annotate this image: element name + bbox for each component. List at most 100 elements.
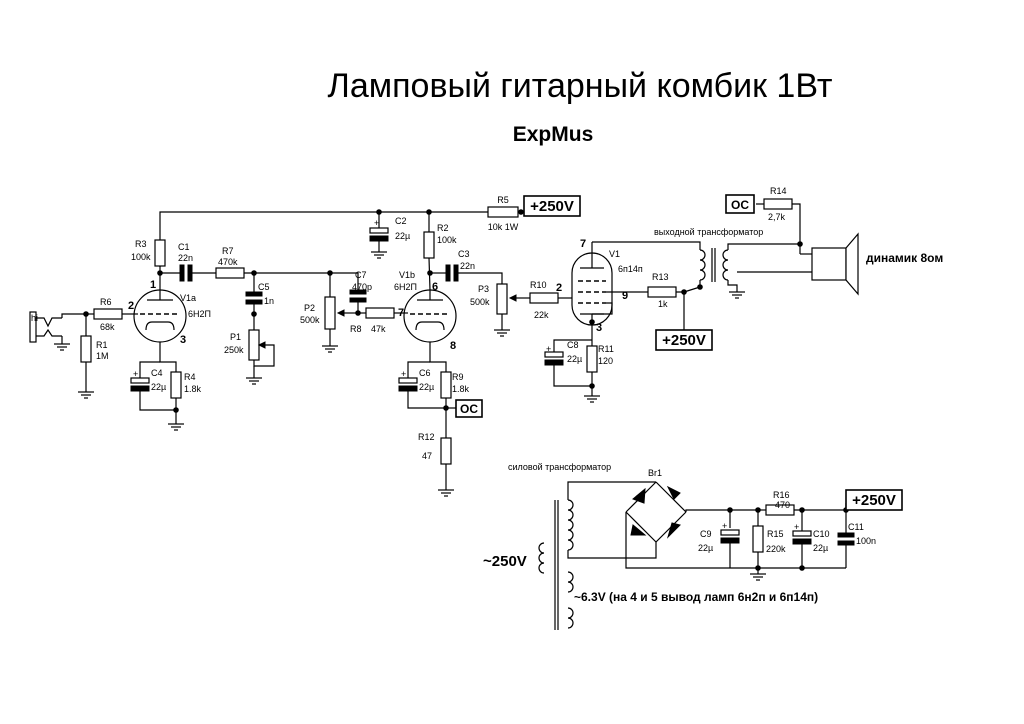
r7-ref: R7 xyxy=(222,246,234,256)
c9-value: 22µ xyxy=(698,543,713,553)
r16-value: 470 xyxy=(775,500,790,510)
output-transformer-label: выходной трансформатор xyxy=(654,227,763,237)
resistor-r6: R6 68k xyxy=(86,297,138,332)
r12-ref: R12 xyxy=(418,432,435,442)
r13-ref: R13 xyxy=(652,272,669,282)
resistor-r5: R5 10k 1W xyxy=(487,195,519,232)
capacitor-c3: C3 22n xyxy=(430,249,503,284)
r14-ref: R14 xyxy=(770,186,787,196)
v1-name: V1 xyxy=(609,249,620,259)
p1-value: 250k xyxy=(224,345,244,355)
r5-value: 10k 1W xyxy=(488,222,519,232)
c9-ref: C9 xyxy=(700,529,712,539)
resistor-r13: R13 1k xyxy=(640,272,687,330)
output-transformer: выходной трансформатор xyxy=(592,227,812,299)
r2-ref: R2 xyxy=(437,223,449,233)
mains-label: ~250V xyxy=(483,553,527,570)
c1-ref: C1 xyxy=(178,242,190,252)
v1b-pin-8: 8 xyxy=(450,340,456,352)
v1a-type: 6Н2П xyxy=(188,309,211,319)
c6-ref: C6 xyxy=(419,368,431,378)
r10-value: 22k xyxy=(534,310,549,320)
c1-value: 22n xyxy=(178,253,193,263)
r15-ref: R15 xyxy=(767,529,784,539)
power-transformer: ~250V ~6.3V (на 4 и 5 вывод ламп 6н2п и … xyxy=(483,481,818,630)
c3-value: 22n xyxy=(460,261,475,271)
supply-label-main: +250V xyxy=(523,195,581,217)
r9-value: 1.8k xyxy=(452,384,470,394)
c5-value: 1n xyxy=(264,296,274,306)
r16-ref: R16 xyxy=(773,490,790,500)
c8-value: 22µ xyxy=(567,354,582,364)
c7-ref: C7 xyxy=(355,270,367,280)
r1-ref: R1 xyxy=(96,340,108,350)
resistor-r8: R8 47k xyxy=(350,307,408,334)
c2-value: 22µ xyxy=(395,231,410,241)
c10-value: 22µ xyxy=(813,543,828,553)
feedback-label-output-text: OC xyxy=(731,198,749,212)
v1b-pin-6: 6 xyxy=(432,281,438,293)
capacitor-c5: C5 1n xyxy=(245,273,274,330)
feedback-label-cathode-text: OC xyxy=(460,402,478,416)
r12-value: 47 xyxy=(422,451,432,461)
v1b-type: 6Н2П xyxy=(394,282,417,292)
c8-polarity: + xyxy=(546,344,551,354)
v1b-cathode-network: + C6 22µ R9 1.8k R12 47 xyxy=(398,342,470,497)
bridge-rectifier: Br1 xyxy=(606,468,730,569)
tube-v1: V1 6п14п 7 2 9 3 xyxy=(556,238,643,336)
resistor-r7: R7 470k xyxy=(215,246,330,279)
v1-cathode-network: + C8 22µ R11 120 xyxy=(544,336,614,403)
v1a-name: V1a xyxy=(180,293,196,303)
resistor-r1: R1 1M xyxy=(77,311,109,399)
potentiometer-p2: P2 500k xyxy=(300,270,358,353)
v1a-pin-3: 3 xyxy=(180,334,186,346)
p2-ref: P2 xyxy=(304,303,315,313)
v1a-pin-2: 2 xyxy=(128,300,134,312)
c11-ref: C11 xyxy=(848,522,864,532)
schematic-title: Ламповый гитарный комбик 1Вт xyxy=(328,67,833,105)
r2-value: 100k xyxy=(437,235,457,245)
c10-ref: C10 xyxy=(813,529,830,539)
c4-value: 22µ xyxy=(151,382,166,392)
r14-value: 2,7k xyxy=(768,212,786,222)
c3-ref: C3 xyxy=(458,249,470,259)
c11-value: 100n xyxy=(856,536,876,546)
capacitor-c11: C11 100n xyxy=(730,507,876,581)
bridge-label: Br1 xyxy=(648,468,662,478)
c2-polarity: + xyxy=(374,218,379,228)
resistor-r10: R10 22k xyxy=(529,280,572,320)
r9-ref: R9 xyxy=(452,372,464,382)
capacitor-c2: + C2 22µ xyxy=(369,212,410,259)
v1-type: 6п14п xyxy=(618,264,643,274)
feedback-label-output: OC xyxy=(725,194,755,214)
r5-ref: R5 xyxy=(497,195,509,205)
supply-label-psu-text: +250V xyxy=(852,492,896,509)
c5-ref: C5 xyxy=(258,282,270,292)
resistor-r3: R3 100k xyxy=(131,239,166,290)
v1-pin-2: 2 xyxy=(556,282,562,294)
r13-value: 1k xyxy=(658,299,668,309)
speaker-label: динамик 8ом xyxy=(866,251,943,265)
c6-polarity: + xyxy=(401,369,406,379)
feedback-label-cathode: OC xyxy=(455,399,483,418)
potentiometer-p3: P3 500k xyxy=(470,283,530,337)
v1a-pin-1: 1 xyxy=(150,279,156,291)
c10-polarity: + xyxy=(794,522,799,532)
r11-value: 120 xyxy=(598,356,613,366)
r10-ref: R10 xyxy=(530,280,547,290)
schematic-subtitle: ExpMus xyxy=(513,123,594,146)
c2-ref: C2 xyxy=(395,216,407,226)
c9-polarity: + xyxy=(722,521,727,531)
input-jack-label: hi xyxy=(31,313,38,323)
resistor-r2: R2 100k xyxy=(423,212,457,291)
r4-ref: R4 xyxy=(184,372,196,382)
r3-value: 100k xyxy=(131,252,151,262)
p3-value: 500k xyxy=(470,297,490,307)
c6-value: 22µ xyxy=(419,382,434,392)
v1b-pin-7: 7 xyxy=(398,307,404,319)
c4-polarity: + xyxy=(133,369,138,379)
tube-v1b: V1b 6Н2П 6 7 8 xyxy=(394,270,457,352)
r4-value: 1.8k xyxy=(184,384,202,394)
r7-value: 470k xyxy=(218,257,238,267)
